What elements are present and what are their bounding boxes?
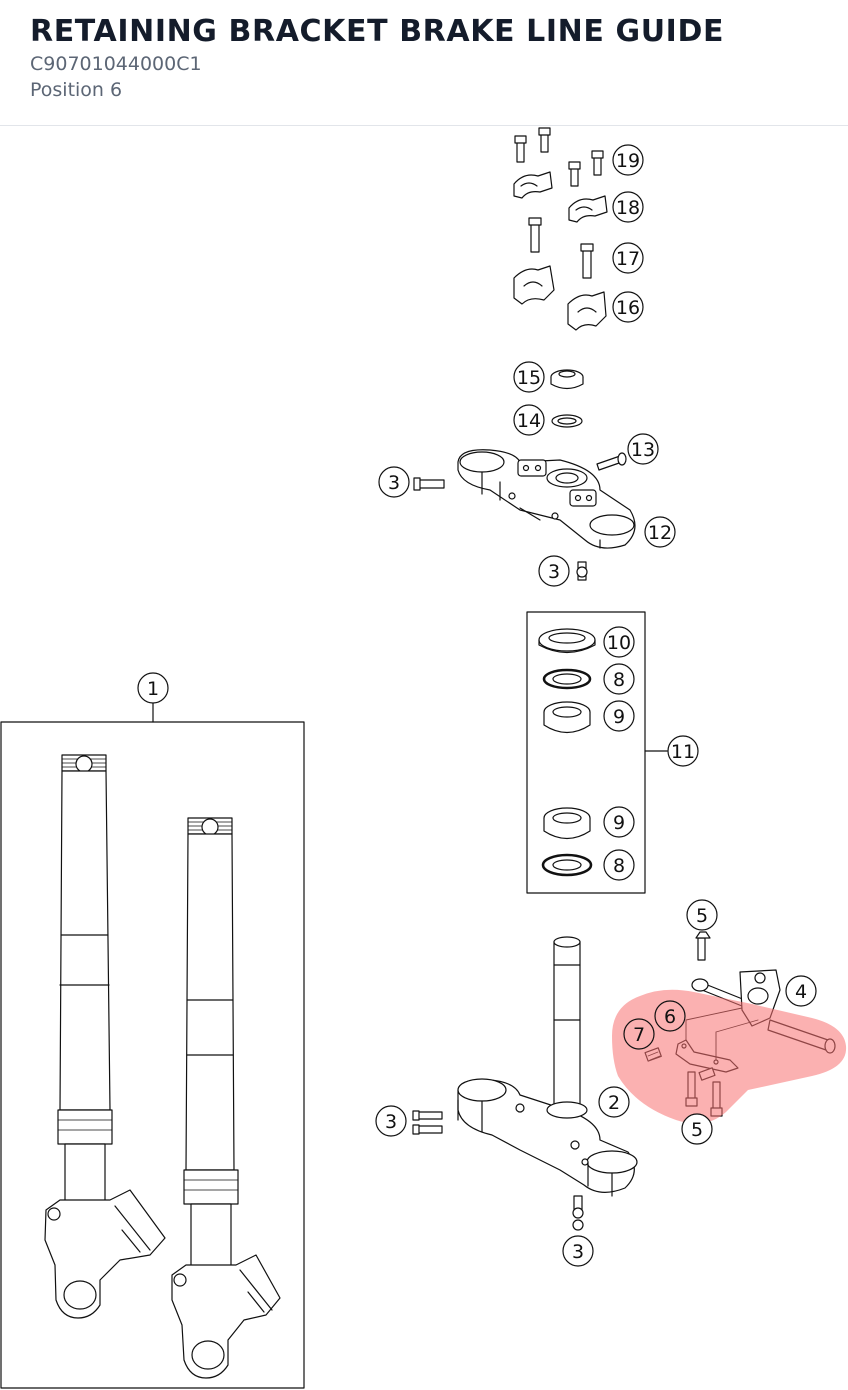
svg-text:3: 3 [385,1111,397,1133]
callout-9-upper: 9 [603,700,635,732]
callout-5-upper: 5 [686,899,718,931]
fork-leg-left [44,754,166,1319]
bearing-kit-frame [526,611,646,894]
svg-text:7: 7 [633,1024,645,1046]
svg-text:1: 1 [147,678,159,700]
callout-3-lower-left: 3 [375,1105,407,1137]
bearing-upper [543,701,591,734]
callout-15: 15 [513,361,545,393]
callout-10: 10 [603,626,635,658]
lower-clamp-halves [513,265,607,331]
svg-text:5: 5 [696,905,708,927]
svg-text:19: 19 [616,150,640,172]
lower-triple-clamp [457,1078,638,1197]
svg-text:18: 18 [616,197,640,219]
svg-text:12: 12 [648,522,672,544]
svg-text:9: 9 [613,812,625,834]
svg-text:5: 5 [691,1119,703,1141]
lower-clamp-bolts [412,1110,584,1231]
callout-14: 14 [513,404,545,436]
svg-text:13: 13 [631,439,655,461]
callout-11: 11 [667,735,699,767]
callout-19: 19 [612,144,644,176]
callout-3-upper-left: 3 [378,466,410,498]
page-header: RETAINING BRACKET BRAKE LINE GUIDE C9070… [0,0,848,126]
bearing-seal-upper [538,628,596,654]
handlebar-clamp-bolts [514,127,604,279]
svg-text:3: 3 [548,561,560,583]
steering-nut [550,369,584,390]
callout-8-lower: 8 [603,849,635,881]
svg-text:3: 3 [388,472,400,494]
bearing-race-upper [542,668,592,690]
steering-stem [553,936,581,1113]
upper-clamp-bolts [413,452,627,581]
upper-clamp-halves [513,171,608,223]
bearing-race-lower [541,853,593,877]
callout-12: 12 [644,516,676,548]
callout-9-lower: 9 [603,806,635,838]
callout-3-upper-bottom: 3 [538,555,570,587]
svg-text:10: 10 [607,632,631,654]
callout-7: 7 [623,1018,655,1050]
svg-text:14: 14 [517,410,541,432]
callout-5-lower: 5 [681,1113,713,1145]
bearing-lower [543,807,591,840]
svg-text:9: 9 [613,706,625,728]
callout-1: 1 [137,672,169,704]
callout-18: 18 [612,191,644,223]
callout-16: 16 [612,291,644,323]
callout-3-lower-bottom: 3 [562,1235,594,1267]
position-label: Position 6 [30,79,123,101]
page-title: RETAINING BRACKET BRAKE LINE GUIDE [30,14,725,49]
svg-text:2: 2 [608,1092,620,1114]
part-number: C90701044000C1 [30,53,202,75]
svg-text:4: 4 [795,981,807,1003]
fork-leg-right [171,817,281,1379]
callout-8-upper: 8 [603,663,635,695]
callout-2: 2 [598,1086,630,1118]
exploded-parts-diagram: 19 18 17 16 15 14 13 3 12 3 10 8 9 11 9 … [0,127,847,1389]
selected-part-highlight [612,989,847,1124]
svg-text:16: 16 [616,297,640,319]
svg-text:3: 3 [572,1241,584,1263]
washer [551,414,583,428]
upper-triple-clamp [457,449,636,549]
callout-17: 17 [612,242,644,274]
svg-text:11: 11 [671,741,695,763]
svg-text:17: 17 [616,248,640,270]
callout-6: 6 [654,1000,686,1032]
svg-text:8: 8 [613,855,625,877]
callout-13: 13 [627,433,659,465]
svg-text:6: 6 [664,1006,676,1028]
callout-4: 4 [785,975,817,1007]
svg-text:8: 8 [613,669,625,691]
svg-text:15: 15 [517,367,541,389]
